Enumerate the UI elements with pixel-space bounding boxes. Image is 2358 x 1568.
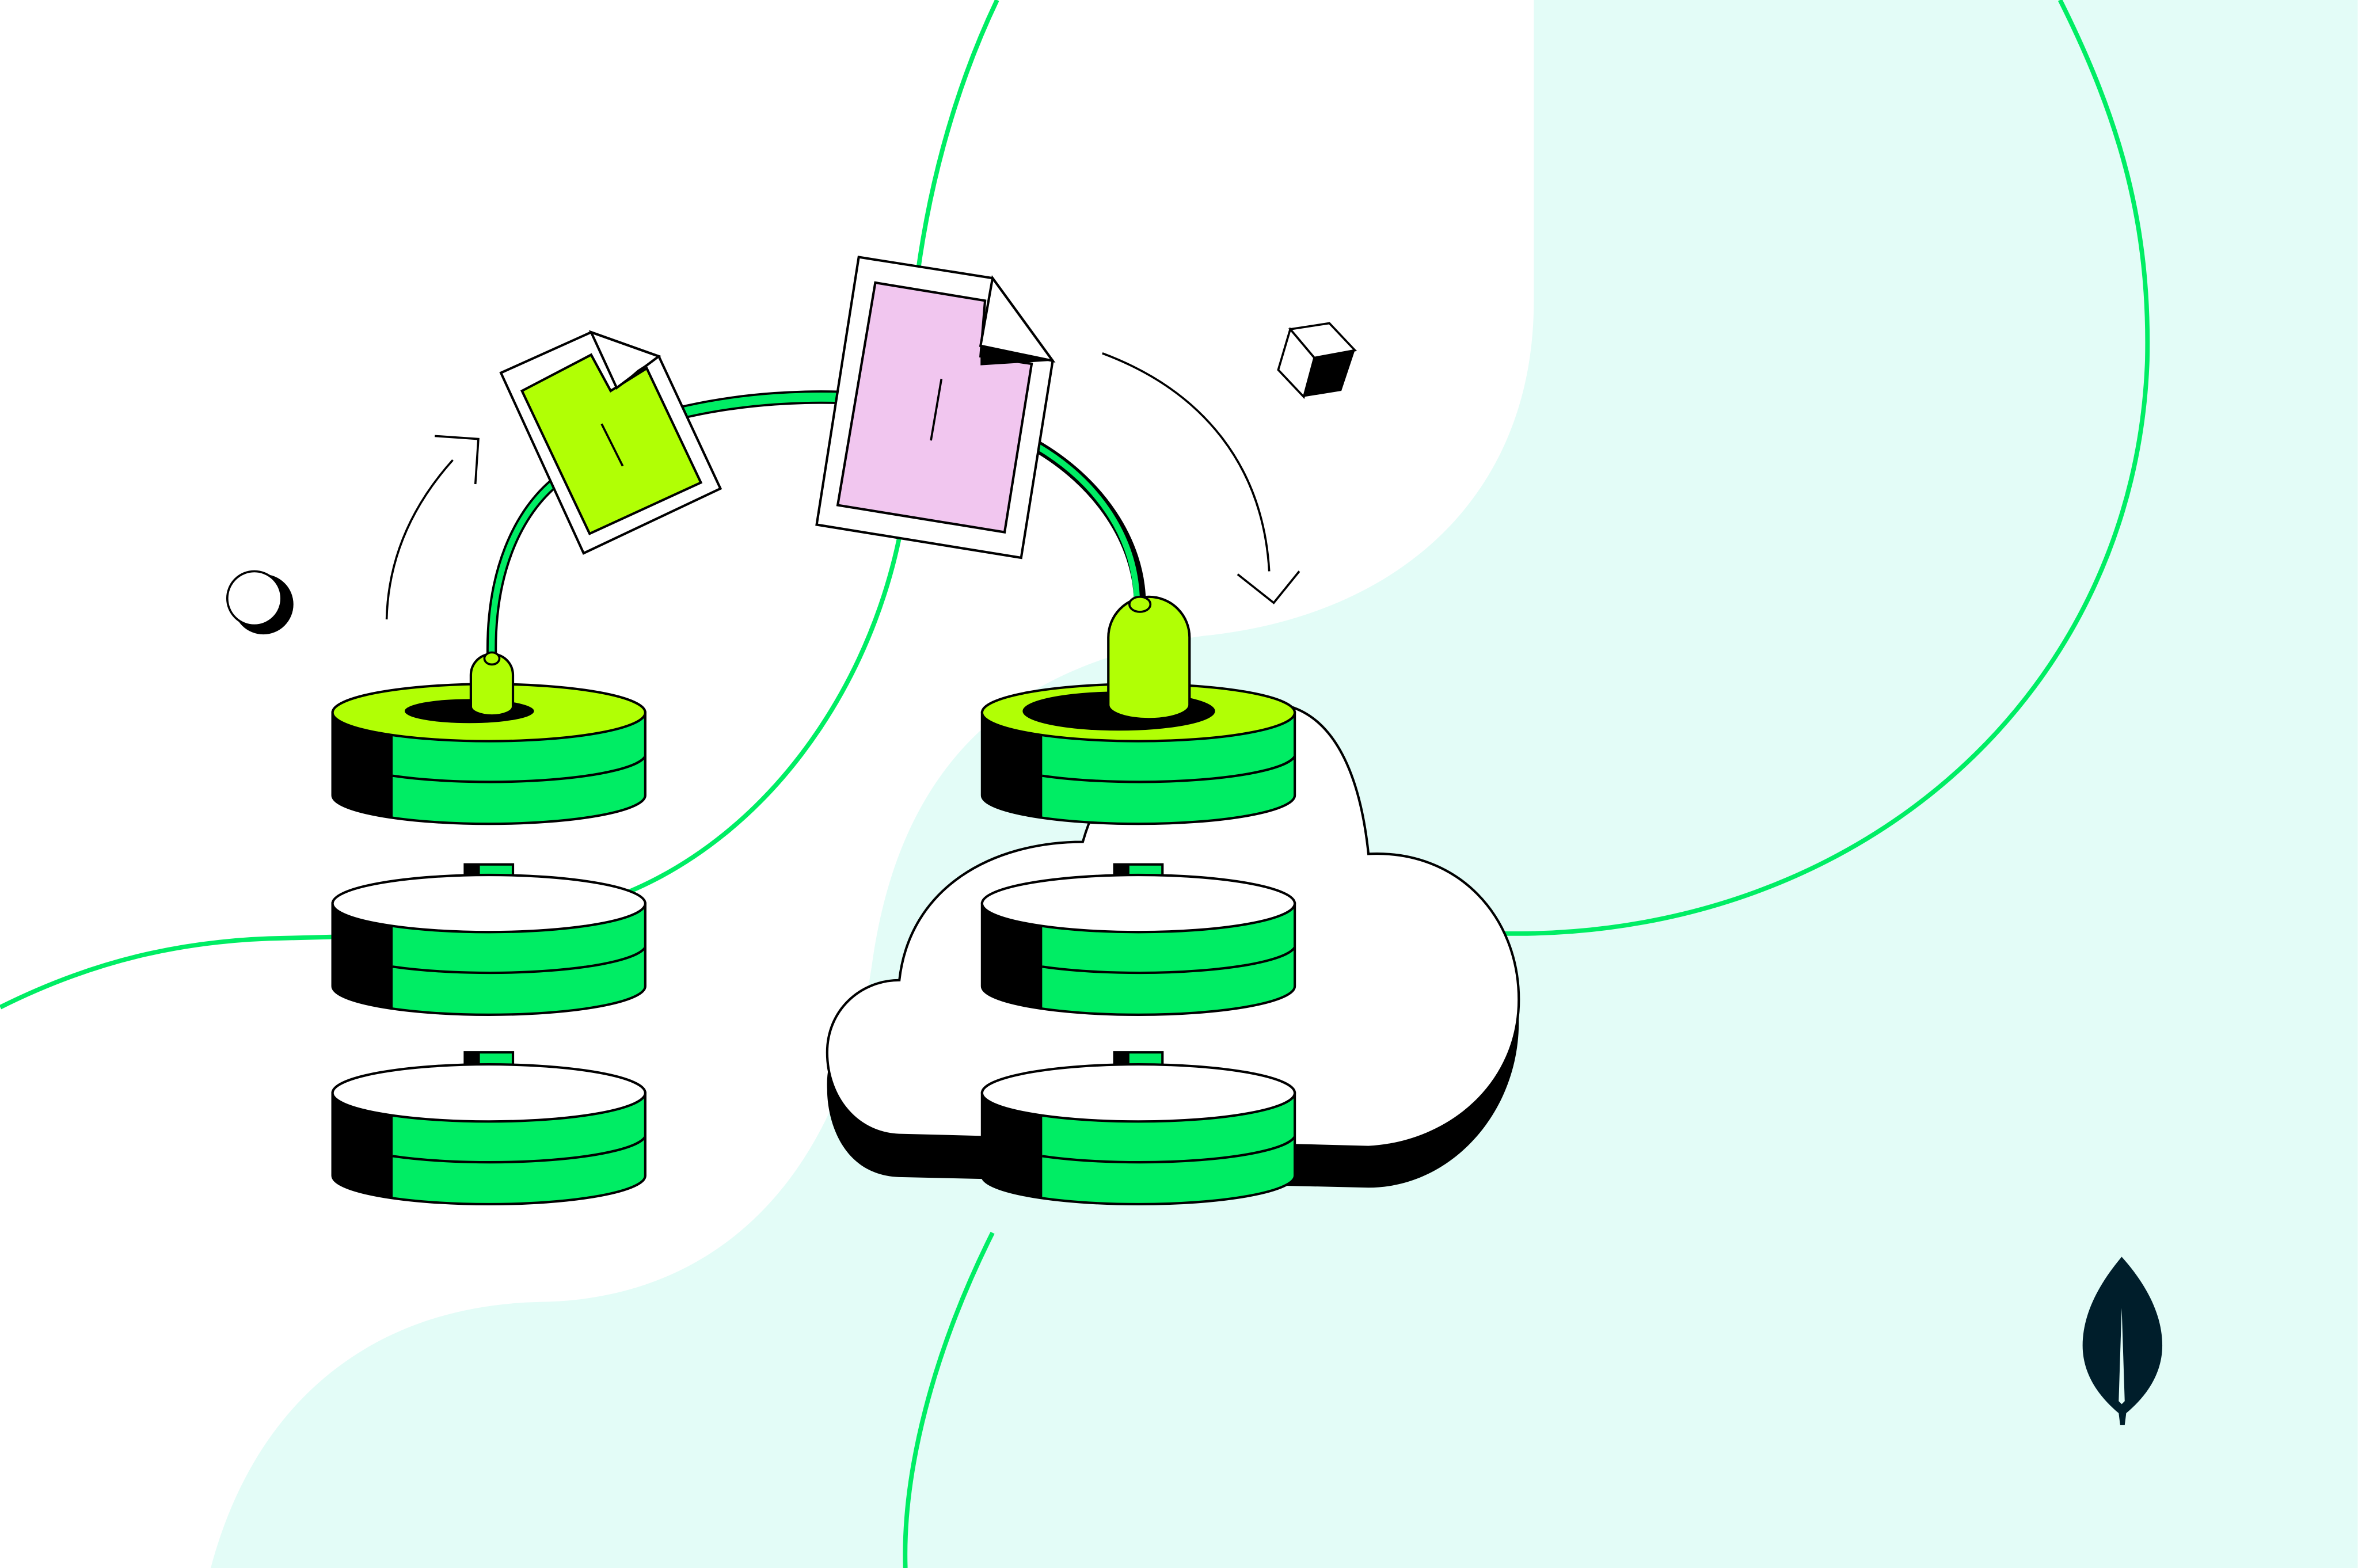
accent-curve-2 — [0, 934, 347, 1010]
sync-cable-right-inner — [1036, 444, 1140, 604]
sync-cable-right — [1032, 439, 1146, 604]
sync-cable-left-inner — [488, 478, 559, 662]
target-database-stack — [982, 595, 1296, 1204]
source-database-stack — [333, 653, 646, 1204]
arrow-up-left-icon — [385, 435, 480, 620]
leaf-logo-icon — [2082, 1257, 2163, 1425]
cube-decoration — [1277, 322, 1357, 399]
accent-curve-4 — [903, 1231, 995, 1568]
circle-decoration — [226, 570, 294, 635]
accent-curve-3 — [1504, 0, 2150, 936]
document-green — [499, 330, 722, 555]
document-pink — [815, 256, 1056, 560]
arrow-down-right-icon — [1102, 352, 1300, 604]
